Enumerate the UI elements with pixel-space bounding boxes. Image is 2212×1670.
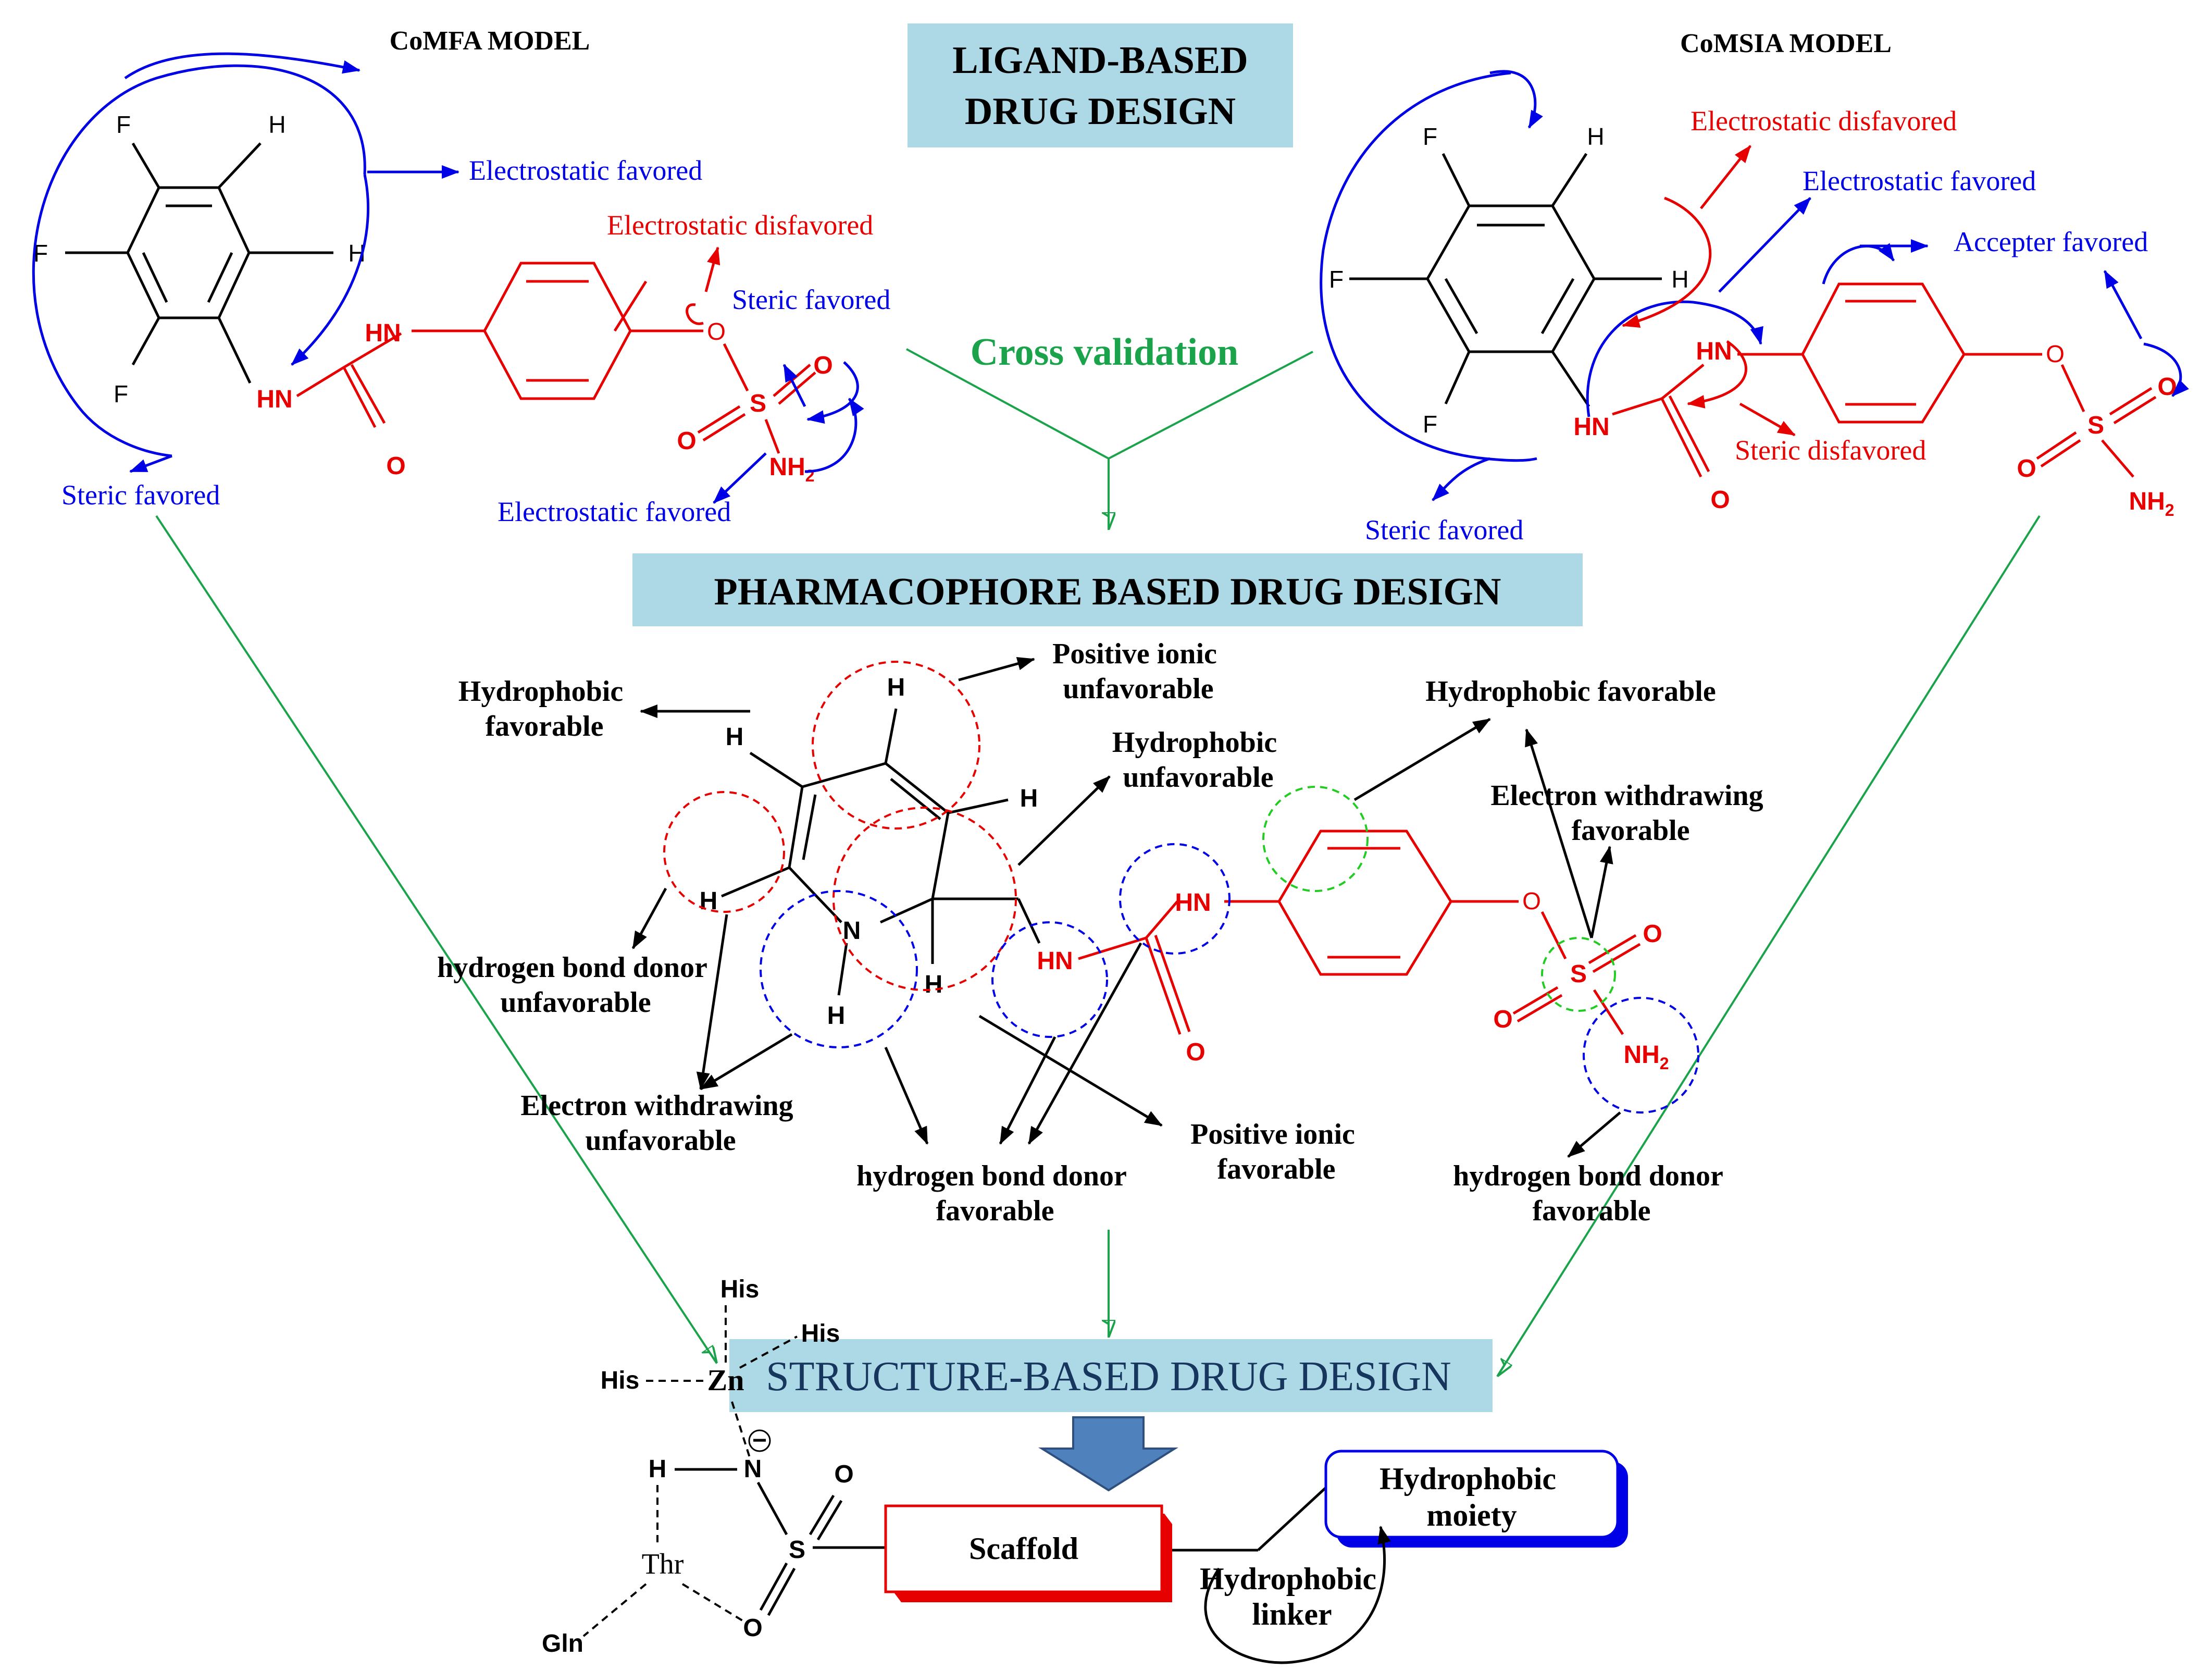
svg-text:HN: HN <box>365 319 401 347</box>
label-electron-withdrawing-favorable: Electron withdrawing favorable <box>1490 780 1770 847</box>
label-positive-ionic-favorable: Positive ionic favorable <box>1190 1118 1362 1185</box>
pharmacophore-banner: PHARMACOPHORE BASED DRUG DESIGN <box>632 553 1583 626</box>
pharmacophore-arrows <box>631 657 1621 1158</box>
svg-text:H: H <box>726 723 744 751</box>
label-positive-ionic-unfavorable: Positive ionic unfavorable <box>1052 638 1224 705</box>
svg-text:HN: HN <box>256 386 292 413</box>
svg-text:O: O <box>2046 340 2065 367</box>
comfa-elec-favored-bottom: Electrostatic favored <box>498 496 731 527</box>
svg-text:HN: HN <box>1696 338 1732 365</box>
svg-text:H: H <box>1587 123 1604 150</box>
svg-text:His: His <box>801 1320 840 1347</box>
big-down-arrow <box>1038 1416 1178 1492</box>
scaffold-label: Scaffold <box>969 1531 1078 1566</box>
pharmacophore-molecule: H H H H N H H HN HN O O S O O NH2 <box>663 661 1699 1114</box>
comfa-elec-disfavored: Electrostatic disfavored <box>607 209 873 241</box>
comsia-elec-favored: Electrostatic favored <box>1803 165 2036 196</box>
label-hydrophobic-unfavorable: Hydrophobic unfavorable <box>1112 726 1284 794</box>
svg-text:O: O <box>707 318 726 345</box>
svg-text:O: O <box>1643 920 1662 948</box>
svg-text:His: His <box>720 1276 760 1303</box>
svg-text:HN: HN <box>1573 413 1609 441</box>
structure-title: STRUCTURE-BASED DRUG DESIGN <box>766 1354 1451 1400</box>
ligand-title-line1: LIGAND-BASED <box>952 39 1248 82</box>
svg-text:S: S <box>2087 412 2104 439</box>
svg-text:H: H <box>887 674 905 701</box>
svg-text:Gln: Gln <box>542 1630 583 1657</box>
comsia-accepter-favored: Accepter favored <box>1954 226 2148 257</box>
pharmacophore-labels: Hydrophobic favorable Positive ionic unf… <box>437 638 1770 1227</box>
svg-text:H: H <box>1020 785 1038 812</box>
comfa-elec-favored-top: Electrostatic favored <box>469 155 702 186</box>
comsia-field-arrows <box>1320 70 2189 501</box>
svg-text:F: F <box>1423 411 1437 438</box>
comfa-model-title: CoMFA MODEL <box>390 26 590 56</box>
svg-text:O: O <box>1710 486 1730 514</box>
svg-text:NH2: NH2 <box>1623 1041 1669 1073</box>
svg-text:NH2: NH2 <box>2129 488 2174 519</box>
comsia-molecule: F H F H F HN HN O O S O O NH2 <box>1329 123 2177 519</box>
svg-text:His: His <box>601 1367 640 1394</box>
svg-text:O: O <box>677 427 696 455</box>
comsia-steric-favored: Steric favored <box>1365 514 1523 546</box>
svg-text:HN: HN <box>1037 947 1073 975</box>
label-hbd-favorable-center: hydrogen bond donor favorable <box>856 1160 1134 1227</box>
comfa-steric-favored-right: Steric favored <box>732 284 890 315</box>
svg-text:O: O <box>834 1461 853 1488</box>
svg-text:O: O <box>386 452 405 480</box>
svg-text:Zn: Zn <box>707 1363 744 1397</box>
flow-arrows-to-structure <box>155 515 2041 1376</box>
svg-text:HN: HN <box>1175 889 1211 917</box>
svg-text:N: N <box>744 1455 762 1483</box>
comsia-model-title: CoMSIA MODEL <box>1680 29 1892 58</box>
svg-text:O: O <box>1186 1038 1205 1066</box>
svg-text:F: F <box>114 380 128 407</box>
label-hydrophobic-favorable-right: Hydrophobic favorable <box>1425 675 1716 708</box>
svg-text:S: S <box>750 390 766 417</box>
comfa-molecule: F H F H F HN HN O O S O O NH2 <box>33 111 833 485</box>
svg-text:H: H <box>268 111 285 138</box>
label-hydrophobic-favorable-left: Hydrophobic favorable <box>458 675 630 743</box>
pharmacophore-title: PHARMACOPHORE BASED DRUG DESIGN <box>714 571 1501 613</box>
comfa-field-arrows <box>32 52 864 504</box>
hydrophobic-moiety-label: Hydrophobic moiety <box>1380 1462 1564 1532</box>
label-hbd-unfavorable: hydrogen bond donor unfavorable <box>437 951 714 1019</box>
svg-text:F: F <box>116 111 131 138</box>
cross-validation-arrows <box>906 348 1313 529</box>
svg-text:−: − <box>752 1427 767 1454</box>
hydrophobic-linker-label: Hydrophobic linker <box>1200 1562 1384 1631</box>
comfa-steric-favored-left: Steric favored <box>61 479 220 511</box>
hydrophobic-moiety-box: Hydrophobic moiety <box>1324 1450 1628 1548</box>
svg-text:S: S <box>789 1536 805 1564</box>
svg-text:NH2: NH2 <box>769 453 814 485</box>
svg-text:O: O <box>2157 373 2177 401</box>
zinc-binding-group: His His His Zn − N H S O O Thr Gln <box>542 1276 886 1657</box>
svg-text:O: O <box>813 352 832 379</box>
svg-text:F: F <box>1423 123 1437 150</box>
comsia-steric-disfavored: Steric disfavored <box>1735 435 1926 466</box>
svg-text:O: O <box>743 1614 762 1642</box>
svg-text:O: O <box>1522 887 1541 914</box>
svg-text:S: S <box>1570 960 1587 988</box>
svg-text:H: H <box>827 1002 846 1030</box>
svg-text:Thr: Thr <box>642 1548 684 1580</box>
cross-validation-label: Cross validation <box>971 331 1239 374</box>
label-hbd-favorable-right: hydrogen bond donor favorable <box>1453 1160 1730 1227</box>
svg-text:F: F <box>1329 266 1344 293</box>
svg-text:H: H <box>925 971 943 998</box>
svg-text:H: H <box>1671 266 1688 293</box>
svg-text:H: H <box>649 1455 667 1483</box>
scaffold-box: Scaffold <box>884 1504 1172 1602</box>
svg-text:O: O <box>1493 1006 1512 1033</box>
label-electron-withdrawing-unfavorable: Electron withdrawing unfavorable <box>520 1090 800 1157</box>
svg-text:O: O <box>2017 455 2036 483</box>
ligand-banner: LIGAND-BASED DRUG DESIGN <box>908 23 1293 147</box>
ligand-title-line2: DRUG DESIGN <box>965 90 1236 133</box>
structure-banner: STRUCTURE-BASED DRUG DESIGN <box>729 1339 1493 1412</box>
comsia-elec-disfavored: Electrostatic disfavored <box>1691 105 1957 137</box>
hydrophobic-linker: Hydrophobic linker <box>1200 1526 1391 1664</box>
svg-text:N: N <box>843 917 861 945</box>
